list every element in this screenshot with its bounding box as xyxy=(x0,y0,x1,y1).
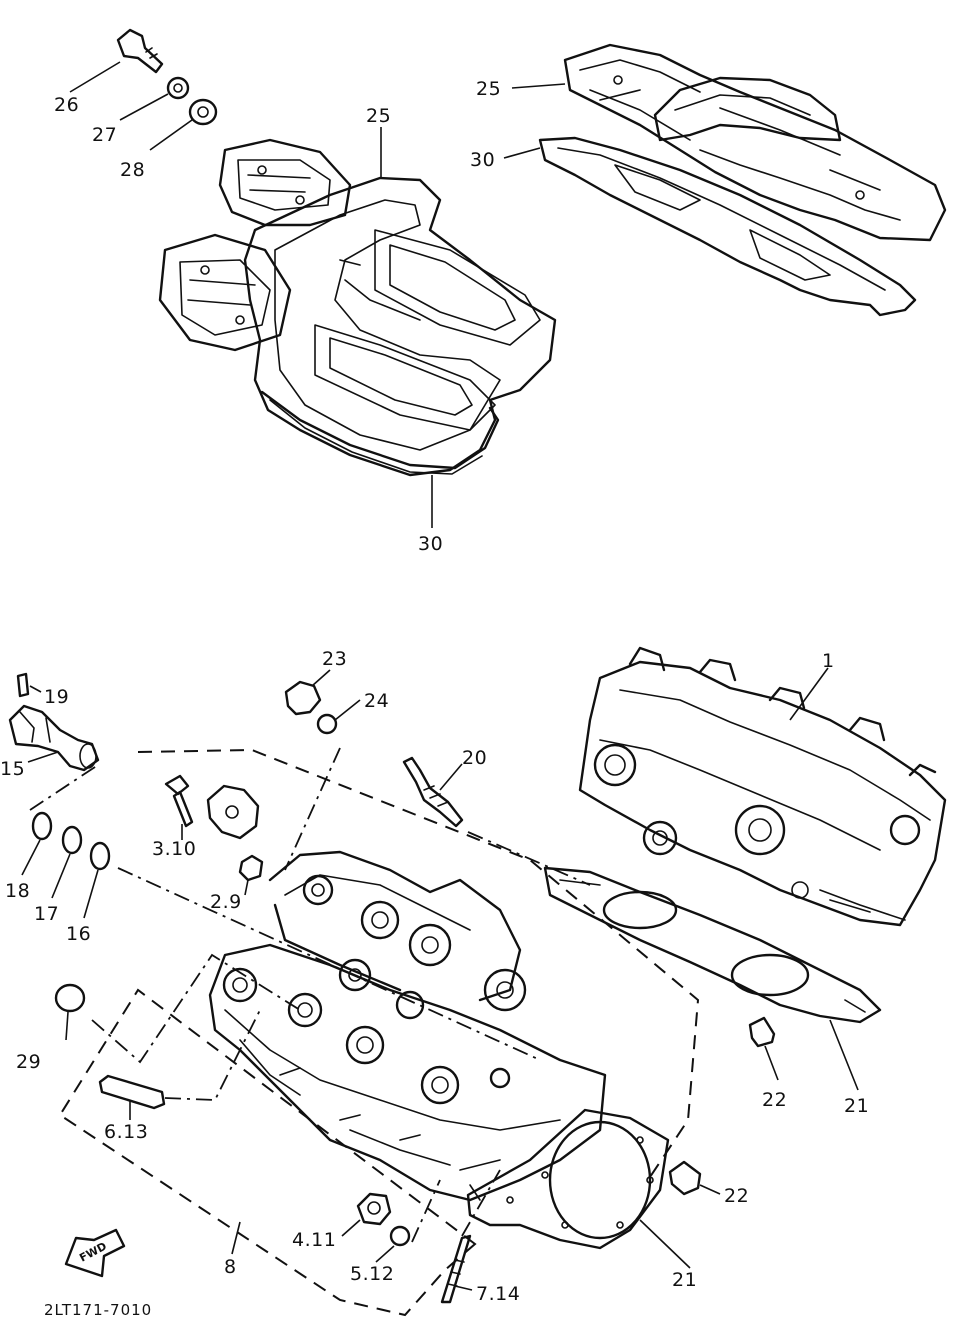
callout-25-right: 25 xyxy=(476,78,501,100)
cylinder-head-assembly xyxy=(208,850,607,1202)
leader-lines xyxy=(21,61,859,1291)
callout-21-right: 21 xyxy=(844,1095,869,1117)
callout-6-13: 6.13 xyxy=(104,1121,148,1143)
callout-8: 8 xyxy=(224,1256,237,1278)
valve-guide xyxy=(98,1074,166,1110)
callout-7-14: 7.14 xyxy=(476,1283,520,1305)
forward-arrow: FWD xyxy=(64,1228,126,1278)
callout-22-bottom: 22 xyxy=(724,1185,749,1207)
rocker-bolt-and-bracket xyxy=(164,774,264,882)
assembly-outline xyxy=(58,748,700,1317)
spark-plug xyxy=(402,756,464,828)
camshaft-cap xyxy=(8,672,100,772)
drawing-code: 2LT171-7010 xyxy=(44,1301,152,1319)
callout-4-11: 4.11 xyxy=(292,1229,336,1251)
callout-labels: 1 2.9 3.10 4.11 5.12 6.13 7.14 8 15 16 1… xyxy=(0,78,869,1319)
callout-26: 26 xyxy=(54,94,79,116)
callout-27: 27 xyxy=(92,124,117,146)
callout-25-left: 25 xyxy=(366,105,391,127)
plug-and-washer xyxy=(284,680,338,735)
callout-28: 28 xyxy=(120,159,145,181)
valve-retainer-and-seal xyxy=(356,1192,411,1247)
callout-21-bottom: 21 xyxy=(672,1269,697,1291)
callout-24: 24 xyxy=(364,690,389,712)
cylinder-head-gasket-rear xyxy=(543,866,882,1024)
callout-20: 20 xyxy=(462,747,487,769)
cylinder-head-cover-rear xyxy=(538,43,947,317)
cylinder-head-gasket-front xyxy=(466,1108,670,1250)
dowel-pin-right xyxy=(748,1016,776,1048)
o-rings xyxy=(31,811,111,871)
callout-16: 16 xyxy=(66,923,91,945)
callout-1: 1 xyxy=(822,650,835,672)
valve-cap xyxy=(54,983,86,1013)
cylinder-head-cover-front xyxy=(158,138,557,477)
callout-17: 17 xyxy=(34,903,59,925)
callout-29: 29 xyxy=(16,1051,41,1073)
callout-18: 18 xyxy=(5,880,30,902)
callout-3-10: 3.10 xyxy=(152,838,196,860)
callout-30-right: 30 xyxy=(470,149,495,171)
cylinder-head-rear xyxy=(578,646,947,927)
bolt-washer-set xyxy=(116,28,218,126)
callout-22-right: 22 xyxy=(762,1089,787,1111)
callout-23: 23 xyxy=(322,648,347,670)
stud-bolt xyxy=(440,1234,472,1304)
callout-15: 15 xyxy=(0,758,25,780)
callout-19: 19 xyxy=(44,686,69,708)
callout-5-12: 5.12 xyxy=(350,1263,394,1285)
dowel-pin-bottom xyxy=(668,1160,702,1196)
callout-30-left: 30 xyxy=(418,533,443,555)
callout-2-9: 2.9 xyxy=(210,891,242,913)
